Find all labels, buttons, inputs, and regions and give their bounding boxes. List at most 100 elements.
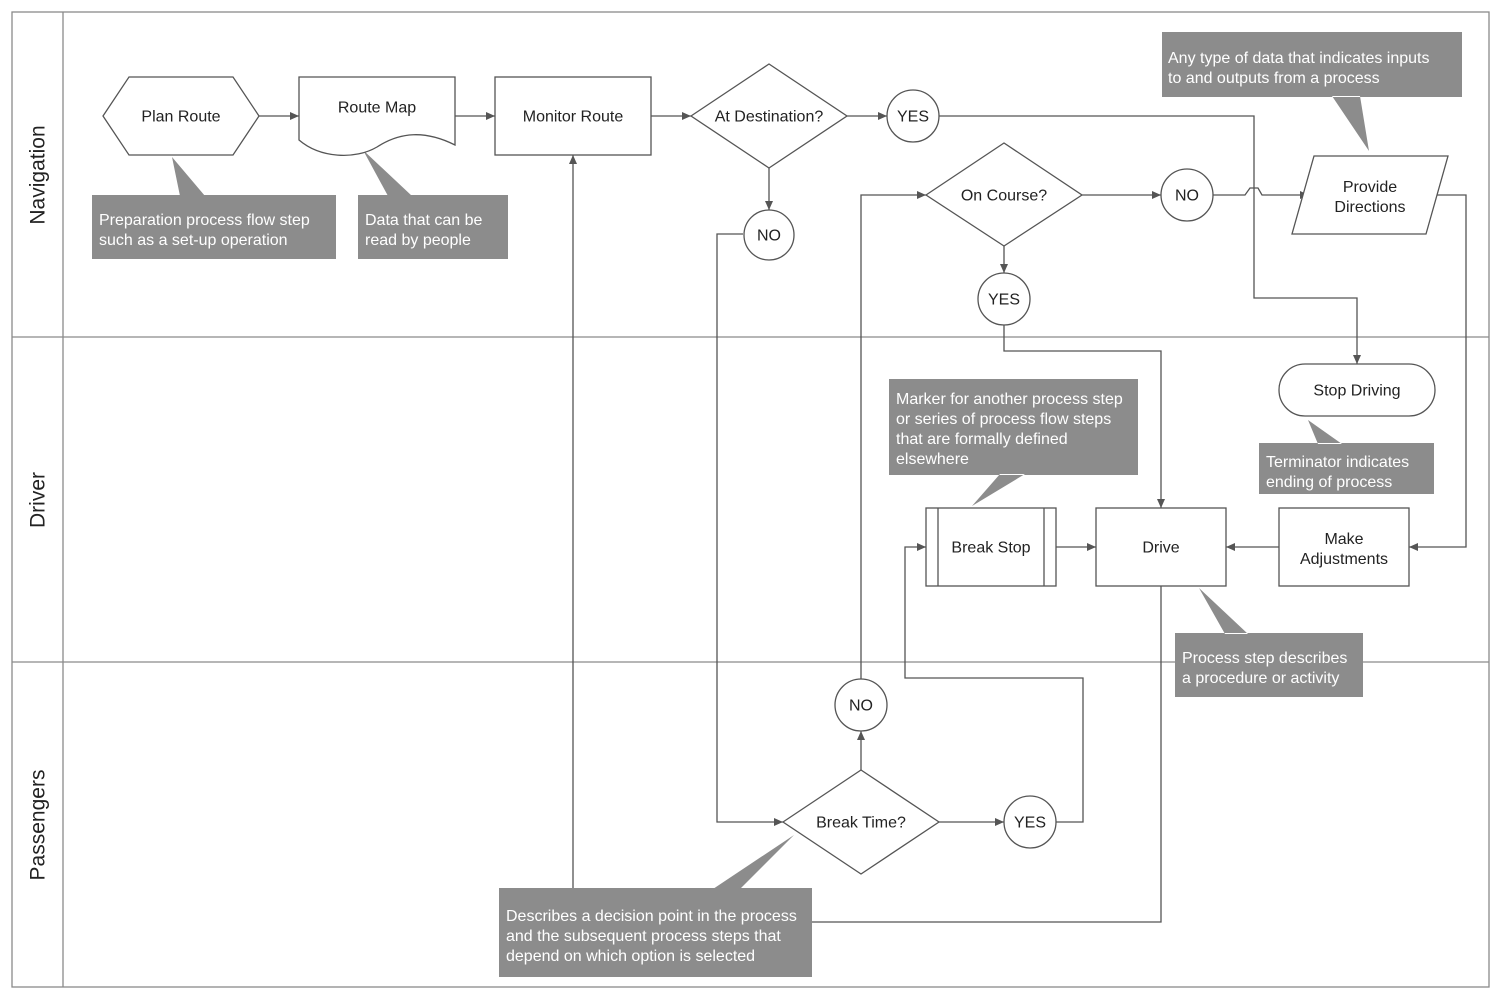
callout-process-step: Process step describes a procedure or act… [1175, 588, 1363, 697]
arrowhead [774, 818, 783, 826]
node-on-course: On Course? [924, 142, 1084, 247]
svg-text:Monitor Route: Monitor Route [523, 109, 624, 126]
lane-label-driver: Driver [27, 472, 50, 528]
text-line: Preparation process flow step [99, 212, 310, 229]
text-line: Provide [1343, 179, 1397, 196]
text-line: to and outputs from a process [1168, 70, 1380, 87]
text-line: elsewhere [896, 451, 969, 468]
arrowhead [1226, 543, 1235, 551]
connector-yes-to-drive [1003, 325, 1162, 508]
node-monitor-route: Monitor Route [494, 76, 652, 156]
node-stop-driving: Stop Driving [1278, 363, 1436, 417]
arrowhead [995, 818, 1004, 826]
svg-text:Break Stop: Break Stop [951, 540, 1030, 557]
connector-yes-to-stop-driving [939, 115, 1358, 364]
svg-text:YES: YES [988, 292, 1020, 309]
svg-text:Stop Driving: Stop Driving [1313, 383, 1400, 400]
callout-text: Preparation process flow step such as a s… [99, 212, 310, 249]
connector-drive-to-monitor [572, 155, 1162, 923]
svg-text:Route Map: Route Map [338, 100, 416, 117]
text-line: Process step describes [1182, 650, 1347, 667]
text-line: such as a set-up operation [99, 232, 288, 249]
svg-text:Break Time?: Break Time? [816, 815, 906, 832]
arrowhead [290, 112, 299, 120]
connector-no-to-directions [1213, 187, 1309, 196]
arrowhead [682, 112, 691, 120]
callout-text: Describes a decision point in the proces… [506, 908, 797, 965]
arrowhead [857, 731, 865, 740]
connector-no-to-on-course [860, 194, 926, 680]
callout-text: Any type of data that indicates inputs to… [1168, 50, 1430, 87]
node-at-destination: At Destination? [689, 63, 849, 169]
callout-data-io: Any type of data that indicates inputs to… [1162, 32, 1462, 151]
callout-terminator: Terminator indicates ending of process [1259, 420, 1434, 494]
node-no-course: NO [1160, 168, 1214, 222]
svg-text:Plan Route: Plan Route [141, 109, 220, 126]
callout-text: Process step describes a procedure or act… [1182, 650, 1347, 687]
node-route-map: Route Map [298, 76, 456, 156]
callout-decision: Describes a decision point in the proces… [499, 835, 812, 977]
svg-text:NO: NO [1175, 188, 1199, 205]
arrowhead [765, 201, 773, 210]
arrowhead [1353, 355, 1361, 364]
arrowhead [569, 155, 577, 164]
node-plan-route: Plan Route [102, 76, 260, 156]
connector-yes-to-break-stop [904, 546, 1084, 823]
node-break-time: Break Time? [781, 769, 941, 875]
text-line: that are formally defined [896, 431, 1068, 448]
callout-text: Terminator indicates ending of process [1266, 454, 1409, 491]
svg-text:YES: YES [897, 109, 929, 126]
text-line: ending of process [1266, 474, 1392, 491]
connector-no-to-break-time [716, 233, 783, 823]
text-line: depend on which option is selected [506, 948, 755, 965]
arrowhead [917, 543, 926, 551]
text-line: Describes a decision point in the proces… [506, 908, 797, 925]
text-line: and the subsequent process steps that [506, 928, 781, 945]
text-line: a procedure or activity [1182, 670, 1339, 687]
svg-text:Drive: Drive [1142, 540, 1179, 557]
lane-label-passengers: Passengers [27, 770, 50, 881]
arrowhead [486, 112, 495, 120]
connectors [259, 115, 1467, 923]
node-no-destination: NO [743, 209, 795, 261]
node-yes-break: YES [1003, 795, 1057, 849]
node-no-break: NO [834, 678, 888, 732]
node-break-stop: Break Stop [925, 507, 1057, 587]
text-line: Any type of data that indicates inputs [1168, 50, 1430, 67]
text-line: Adjustments [1300, 551, 1388, 568]
arrowhead [1157, 499, 1165, 508]
svg-text:YES: YES [1014, 815, 1046, 832]
arrowhead [878, 112, 887, 120]
svg-text:On Course?: On Course? [961, 188, 1047, 205]
arrowhead [1087, 543, 1096, 551]
node-yes-course: YES [977, 272, 1031, 326]
text-line: Terminator indicates [1266, 454, 1409, 471]
text-line: Directions [1334, 199, 1405, 216]
swimlane-frame [11, 11, 1490, 988]
lane-label-navigation: Navigation [27, 125, 50, 224]
arrowhead [917, 191, 926, 199]
text-line: Make [1324, 531, 1363, 548]
arrowhead [1152, 191, 1161, 199]
connector-directions-to-adjustments [1409, 194, 1467, 548]
callout-preparation: Preparation process flow step such as a s… [92, 157, 336, 259]
arrowhead [1000, 264, 1008, 273]
arrowheads [290, 112, 1418, 826]
arrowhead [1409, 543, 1418, 551]
text-line: Data that can be [365, 212, 483, 229]
svg-text:NO: NO [849, 698, 873, 715]
node-drive: Drive [1095, 507, 1227, 587]
node-yes-destination: YES [886, 89, 940, 143]
svg-text:At Destination?: At Destination? [715, 109, 824, 126]
svg-text:NO: NO [757, 228, 781, 245]
text-line: Marker for another process step [896, 391, 1123, 408]
